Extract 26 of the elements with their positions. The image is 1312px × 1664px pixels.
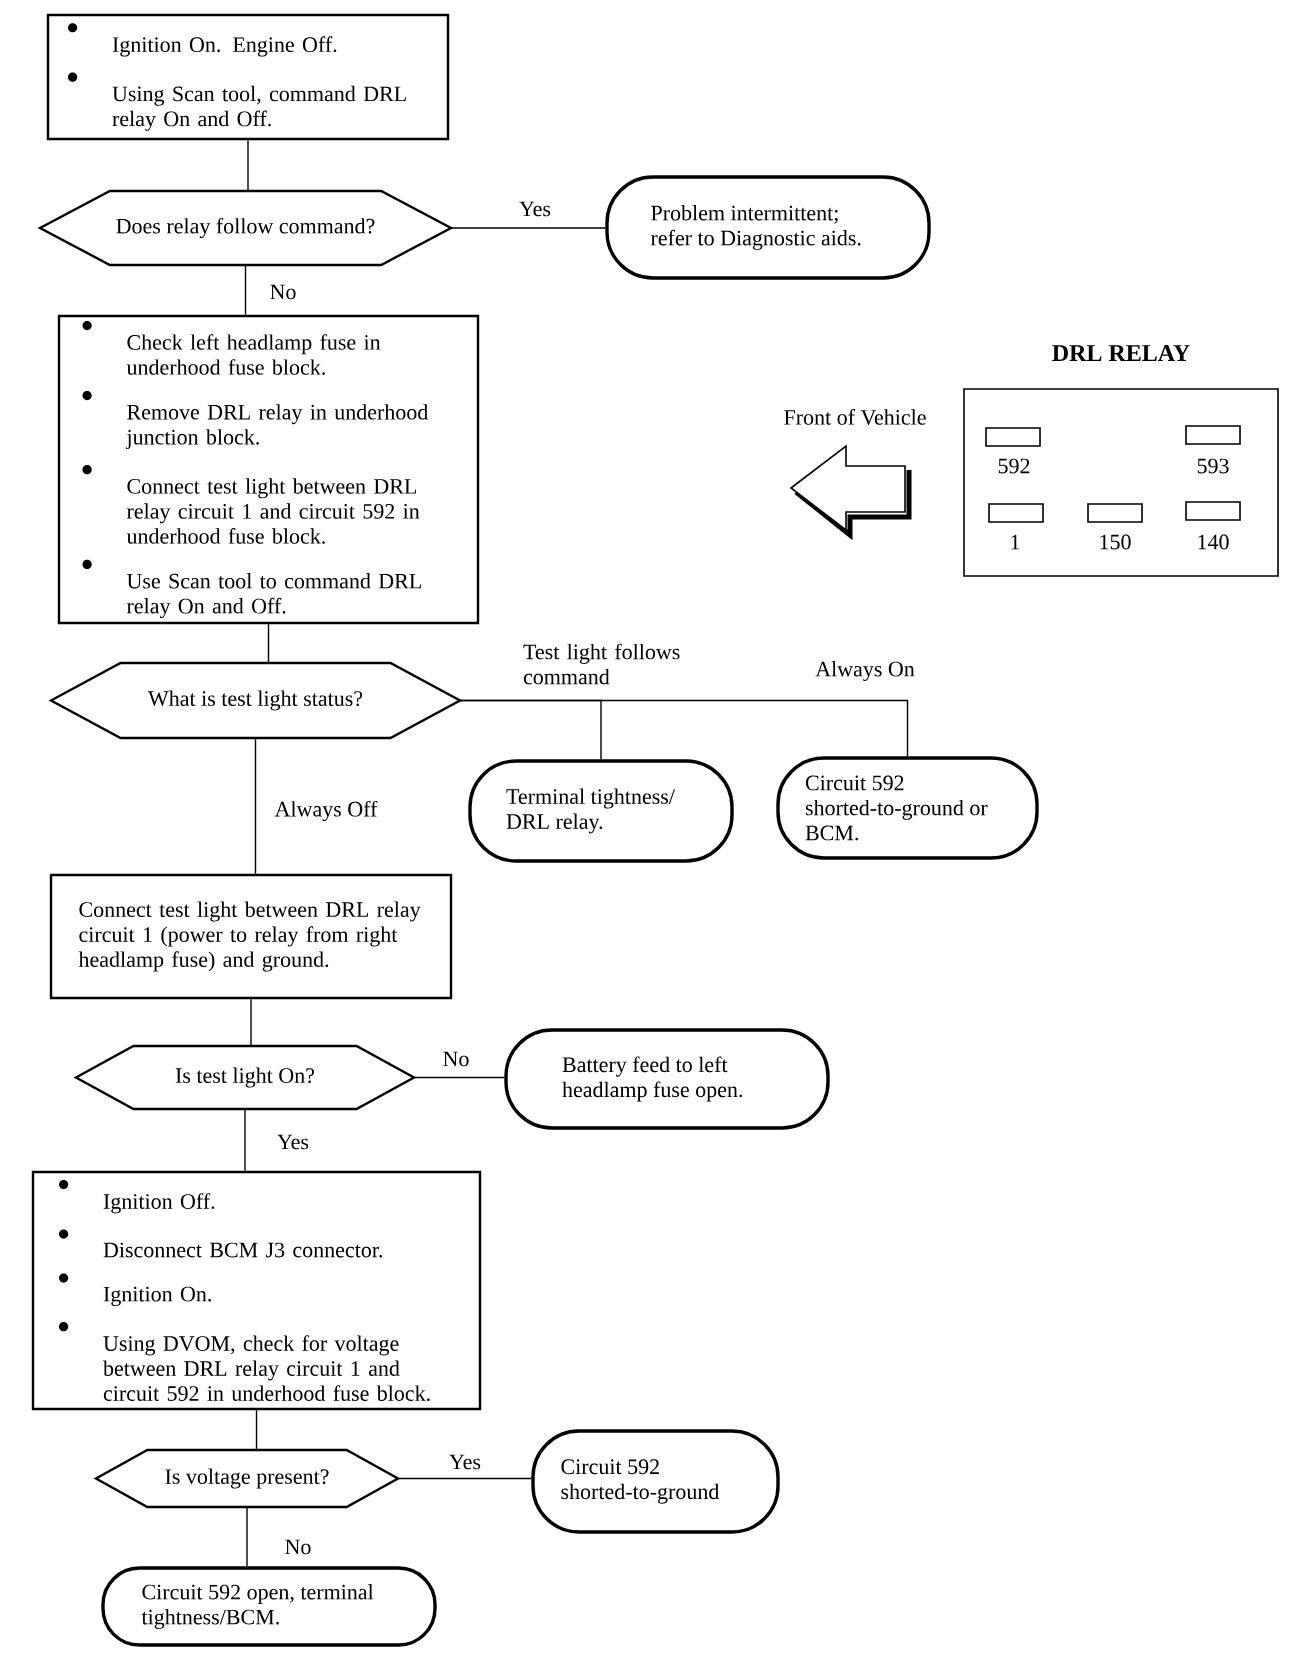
terminal-box: Circuit 592 shorted-to-ground xyxy=(531,1429,780,1534)
terminal-number: 593 xyxy=(1197,458,1229,474)
caption: Front of Vehicle xyxy=(784,409,926,425)
process-box: Connect test light between DRL relay circuit 1 (power to relay from right headlamp fuse) and ground. xyxy=(49,873,453,1000)
edge-label: No xyxy=(443,1051,469,1067)
edge-label: No xyxy=(285,1539,311,1555)
process-box: Check left headlamp fuse in underhood fuse block. Remove DRL relay in underhood junction block. Connect test light between DRL relay circuit 1 and circuit 592 in underhood fuse block. Use Scan tool to command DRL relay On and Off. xyxy=(57,314,480,625)
terminal-box: Circuit 592 open, terminal tightness/BCM. xyxy=(101,1566,437,1647)
edge-label: Test light follows command xyxy=(523,643,680,685)
process-box: Ignition Off. Disconnect BCM J3 connector. Ignition On. Using DVOM, check for voltage between DRL relay circuit 1 and circuit 592 in underhood fuse block. xyxy=(31,1170,482,1411)
terminal-box: Battery feed to left headlamp fuse open. xyxy=(504,1028,830,1130)
process-box: Ignition On. Engine Off. Using Scan tool, command DRL relay On and Off. xyxy=(46,13,450,141)
terminal-box: Circuit 592 shorted-to-ground or BCM. xyxy=(776,756,1039,860)
edge-label: Yes xyxy=(449,1454,481,1470)
edge-label: No xyxy=(270,284,296,300)
terminal-number: 1 xyxy=(1011,534,1020,550)
edge-label: Yes xyxy=(277,1134,309,1150)
edge-label: Always Off xyxy=(274,800,378,822)
edge-label: Always On xyxy=(815,661,915,681)
terminal-box: Terminal tightness/ DRL relay. xyxy=(468,759,734,863)
node-label: DRL RELAY xyxy=(1052,345,1190,361)
terminal-number: 592 xyxy=(998,458,1030,474)
terminal-number: 150 xyxy=(1100,534,1131,550)
terminal-number: 140 xyxy=(1198,534,1229,550)
edge-label: Yes xyxy=(519,201,551,217)
terminal-box: Problem intermittent; refer to Diagnostic aids. xyxy=(605,175,931,280)
